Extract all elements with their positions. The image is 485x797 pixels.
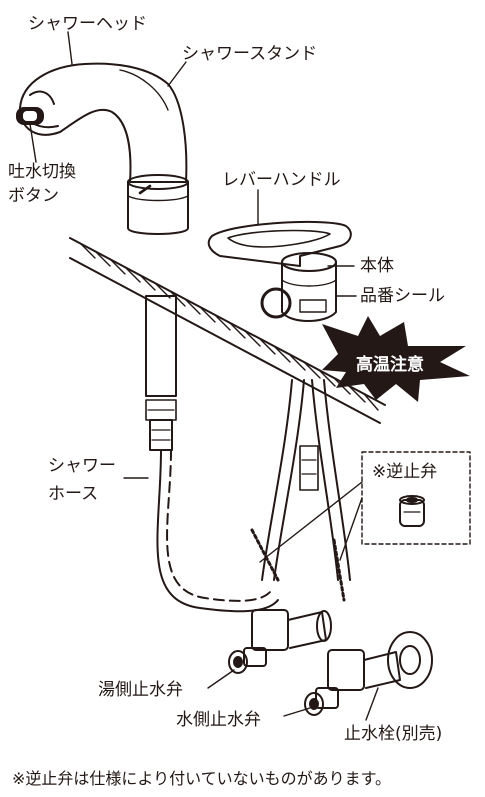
label-shower-stand: シャワースタンド: [182, 44, 318, 64]
shower-hose: [145, 295, 279, 613]
shower-head: [16, 62, 188, 183]
footnote: ※逆止弁は仕様により付いていないものがあります。: [12, 769, 392, 788]
label-shower-hose-line1: シャワー: [48, 456, 116, 476]
leader-shower-head: [67, 31, 73, 65]
faucet-body: [281, 252, 337, 322]
countertop: [69, 237, 386, 424]
label-body: 本体: [360, 256, 394, 276]
leader-hot-valve: [207, 669, 235, 689]
label-shower-hose-line2: ホース: [48, 484, 99, 504]
shower-stand: [127, 174, 189, 235]
label-switch-button-line2: ボタン: [8, 186, 59, 206]
label-lever-handle: レバーハンドル: [222, 170, 341, 190]
leader-shower-stand: [167, 61, 187, 87]
label-shower-head: シャワーヘッド: [28, 14, 147, 34]
label-stop-cock: 止水栓(別売): [344, 724, 443, 744]
lever-handle: [207, 220, 352, 267]
label-high-temp-warning: 高温注意: [356, 355, 424, 375]
leader-check-valve-hot: [259, 481, 363, 563]
leader-check-valve-cold: [339, 497, 363, 561]
leader-stop-cock: [365, 687, 379, 721]
leader-cold-valve: [283, 707, 311, 717]
cold-stop-valve: [304, 631, 433, 716]
supply-hoses: [250, 379, 351, 602]
label-part-number-seal: 品番シール: [360, 286, 445, 306]
seal-location-circle: [260, 287, 292, 319]
leader-lines: [29, 31, 379, 721]
high-temp-burst: [322, 316, 470, 402]
label-hot-stop-valve: 湯側止水弁: [98, 680, 183, 700]
label-switch-button-line1: 吐水切換: [8, 162, 76, 182]
leader-switch-button: [29, 123, 37, 163]
label-check-valve: ※逆止弁: [372, 462, 438, 482]
label-cold-stop-valve: 水側止水弁: [176, 710, 261, 730]
hot-stop-valve: [228, 609, 332, 674]
